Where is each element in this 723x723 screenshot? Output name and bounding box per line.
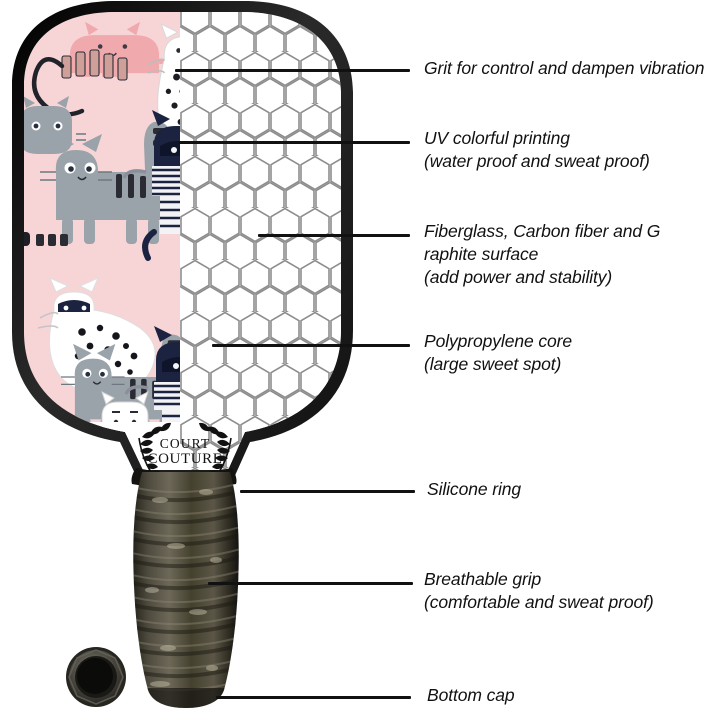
grip-leader-line [208,582,413,585]
uv-printing-leader-line [178,141,410,144]
silicone-ring-label: Silicone ring [427,478,521,501]
label-line: (large sweet spot) [424,354,562,374]
grit-leader-line [175,69,410,72]
label-line: (water proof and sweat proof) [424,151,650,171]
surface-leader-line [258,234,410,237]
label-line: raphite surface [424,244,539,264]
paddle-svg: COURT COUTURE [12,1,353,708]
core-label: Polypropylene core (large sweet spot) [424,330,572,376]
paddle-face [24,12,341,470]
brand-name-line2: COUTURE [147,451,222,467]
label-line: (comfortable and sweat proof) [424,592,654,612]
label-line: Silicone ring [427,479,522,499]
bottom-cap-leader-line [216,696,411,699]
label-line: Breathable grip [424,569,542,589]
label-line: Fiberglass, Carbon fiber and G [424,221,661,241]
brand-name-line1: COURT [160,436,210,451]
grit-label: Grit for control and dampen vibration [424,57,704,80]
label-line: Polypropylene core [424,331,573,351]
silicone-ring-leader-line [240,490,415,493]
core-leader-line [212,344,410,347]
uv-printing-label: UV colorful printing (water proof and swe… [424,127,650,173]
label-line: UV colorful printing [424,128,570,148]
label-line: Bottom cap [427,685,515,705]
label-line: (add power and stability) [424,267,613,287]
bottom-cap-label: Bottom cap [427,684,515,707]
grip [133,472,239,708]
label-line: Grit for control and dampen vibration [424,58,705,78]
surface-label: Fiberglass, Carbon fiber and G raphite su… [424,220,660,289]
grip-label: Breathable grip (comfortable and sweat pr… [424,568,654,614]
bottom-cap [66,647,126,707]
pickleball-paddle-image: COURT COUTURE [12,1,353,708]
